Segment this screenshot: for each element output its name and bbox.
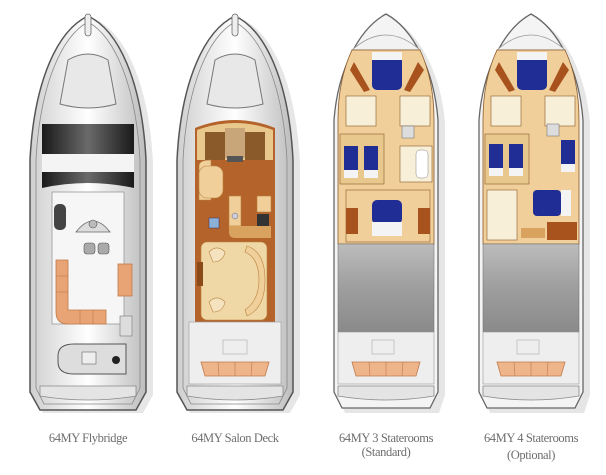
caption-salon-deck: 64MY Salon Deck	[165, 431, 305, 445]
three-staterooms-plan	[316, 0, 456, 425]
caption-line-1: 64MY 4 Staterooms	[483, 431, 579, 445]
salon-deck-plan	[165, 0, 305, 425]
salon-deck-drawing	[176, 13, 300, 413]
bed	[372, 200, 402, 224]
bed	[509, 144, 523, 168]
caption-four-staterooms: 64MY 4 Staterooms (Optional)	[461, 431, 601, 462]
bed	[344, 146, 358, 170]
salon-settee	[244, 245, 266, 317]
caption-line-1: 64MY Salon Deck	[191, 431, 279, 445]
bed	[533, 190, 561, 216]
bed	[517, 54, 547, 90]
bed	[489, 144, 503, 168]
caption-three-staterooms: 64MY 3 Staterooms (Standard)	[316, 431, 456, 459]
four-staterooms-drawing	[478, 13, 590, 413]
caption-line-2: (Optional)	[506, 448, 556, 462]
caption-line-2: (Standard)	[361, 445, 411, 459]
engine-room	[482, 243, 580, 333]
bed	[561, 140, 575, 164]
flybridge-plan	[18, 0, 158, 425]
engine-room	[337, 243, 435, 333]
caption-line-1: 64MY Flybridge	[48, 431, 128, 445]
caption-flybridge: 64MY Flybridge	[18, 431, 158, 445]
caption-line-1: 64MY 3 Staterooms	[338, 431, 434, 445]
four-staterooms-plan	[461, 0, 601, 425]
bed	[364, 146, 378, 170]
flybridge-drawing	[29, 13, 153, 413]
bed	[372, 54, 402, 90]
three-staterooms-drawing	[333, 13, 445, 413]
